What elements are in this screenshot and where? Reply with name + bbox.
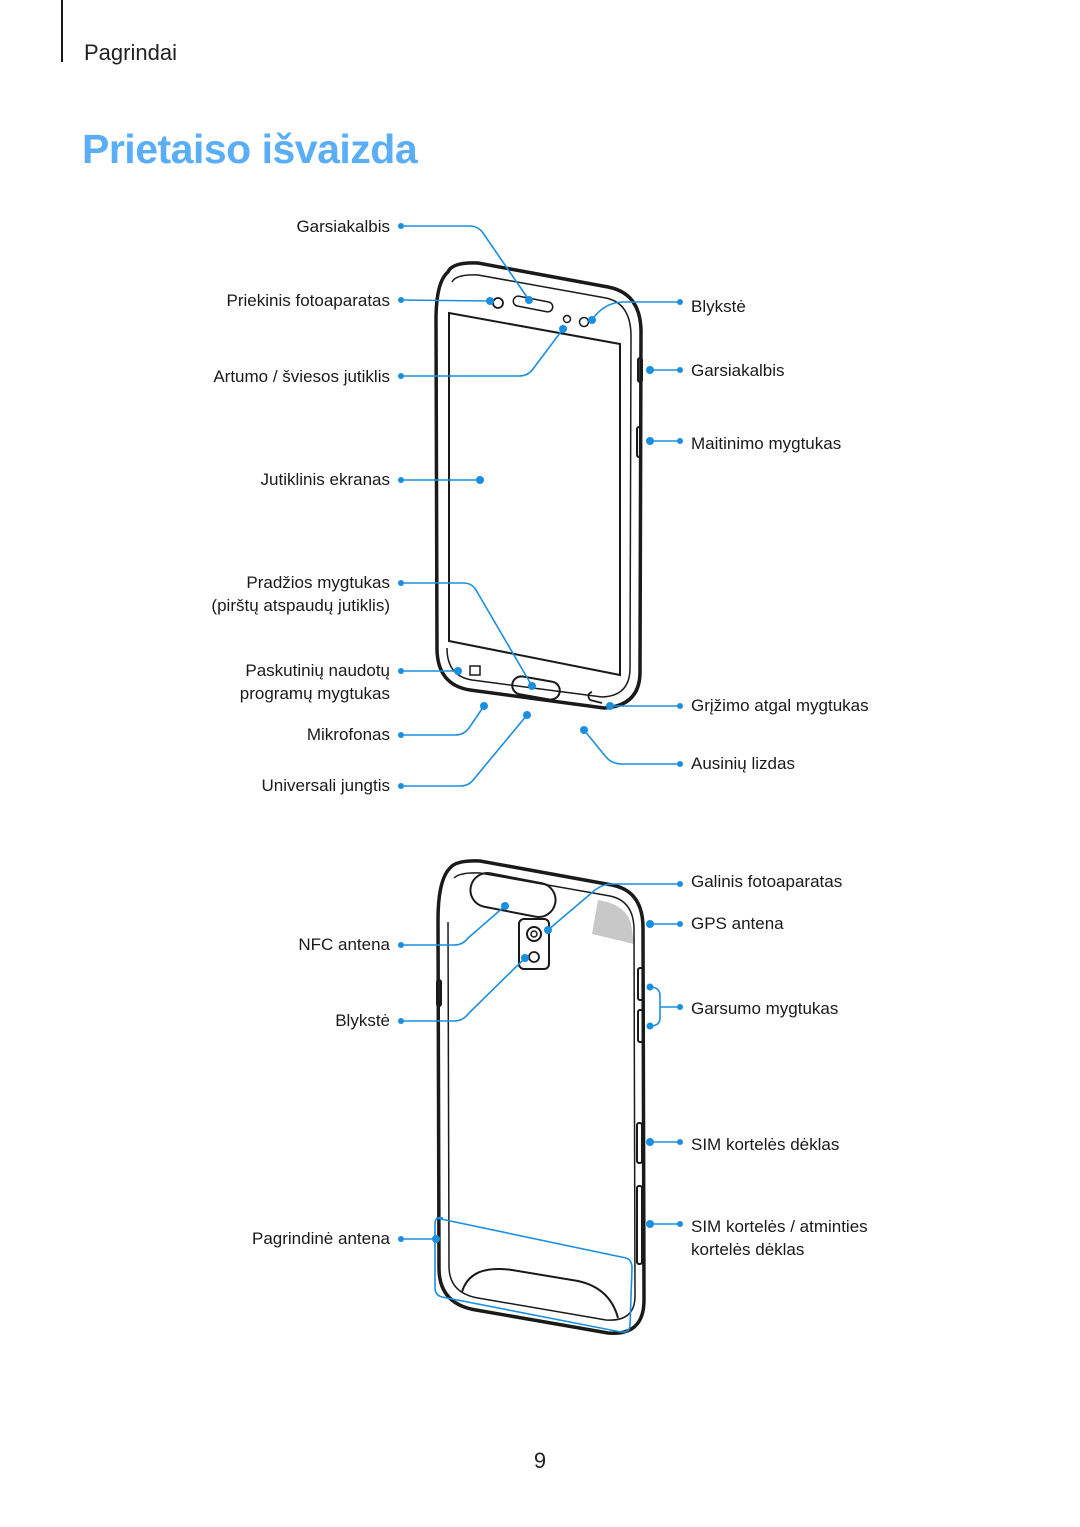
rear-camera-module <box>518 918 550 970</box>
label-headset-jack: Ausinių lizdas <box>691 754 795 773</box>
label-speaker-top: Garsiakalbis <box>296 217 390 236</box>
front-side-key-top <box>637 357 643 383</box>
label-home-button-line1: Pradžios mygtukas <box>246 573 390 592</box>
rear-flash <box>528 951 540 963</box>
label-sim-tray: SIM kortelės dėklas <box>691 1135 839 1154</box>
front-callouts <box>400 225 680 787</box>
label-front-camera: Priekinis fotoaparatas <box>227 291 390 310</box>
label-flash-front: Blykstė <box>691 297 746 316</box>
label-sim-memory-line1: SIM kortelės / atminties <box>691 1217 868 1236</box>
label-sim-memory-line2: kortelės dėklas <box>691 1240 804 1259</box>
label-nfc-antenna: NFC antena <box>298 935 390 954</box>
back-callouts <box>401 883 680 1333</box>
front-phone-body <box>434 261 643 710</box>
front-phone-inner-edge <box>446 274 632 698</box>
page-title: Prietaiso išvaizda <box>82 126 418 172</box>
label-gps-antenna: GPS antena <box>691 914 784 933</box>
back-phone-inner-edge <box>447 872 636 1321</box>
section-title: Pagrindai <box>84 40 177 65</box>
nfc-antenna-outline <box>469 872 557 918</box>
label-main-antenna: Pagrindinė antena <box>252 1229 391 1248</box>
rear-camera-lens <box>526 926 542 942</box>
label-rear-camera: Galinis fotoaparatas <box>691 872 842 891</box>
back-side-left-key <box>436 979 442 1007</box>
proximity-sensor <box>562 314 572 324</box>
back-side-memory-tray <box>636 1185 643 1265</box>
label-touchscreen: Jutiklinis ekranas <box>261 470 390 489</box>
label-recents-line2: programų mygtukas <box>240 684 390 703</box>
label-power-button: Maitinimo mygtukas <box>691 434 841 453</box>
back-gps-shade <box>592 900 634 944</box>
label-recents-line1: Paskutinių naudotų <box>245 661 390 680</box>
bottom-antenna-arc <box>461 1268 619 1319</box>
label-flash-rear: Blykstė <box>335 1011 390 1030</box>
recents-icon <box>469 665 481 676</box>
front-screen <box>448 311 621 677</box>
label-home-button-line2: (pirštų atspaudų jutiklis) <box>211 596 390 615</box>
back-phone-body <box>436 859 646 1335</box>
back-side-key-volume-down <box>637 1009 644 1043</box>
label-usb-port: Universali jungtis <box>262 776 391 795</box>
label-speaker-side: Garsiakalbis <box>691 361 785 380</box>
back-phone <box>436 859 646 1335</box>
page-number: 9 <box>533 1448 547 1473</box>
back-side-sim-tray <box>636 1122 643 1164</box>
home-button <box>511 675 561 701</box>
front-camera-lens <box>492 297 504 309</box>
header-rule <box>61 0 63 62</box>
earpiece-grille <box>512 295 554 313</box>
label-back-button: Grįžimo atgal mygtukas <box>691 696 869 715</box>
front-flash <box>578 316 590 328</box>
back-icon <box>587 691 603 704</box>
front-side-key-power <box>636 426 642 458</box>
rear-camera-lens-inner <box>530 930 538 938</box>
back-side-key-volume-up <box>637 967 644 1001</box>
back-callout-dots <box>398 881 683 1243</box>
label-microphone: Mikrofonas <box>307 725 390 744</box>
front-phone <box>434 261 643 710</box>
label-proximity-sensor: Artumo / šviesos jutiklis <box>213 367 390 386</box>
label-volume-keys: Garsumo mygtukas <box>691 999 838 1018</box>
front-callout-dots <box>398 223 683 789</box>
